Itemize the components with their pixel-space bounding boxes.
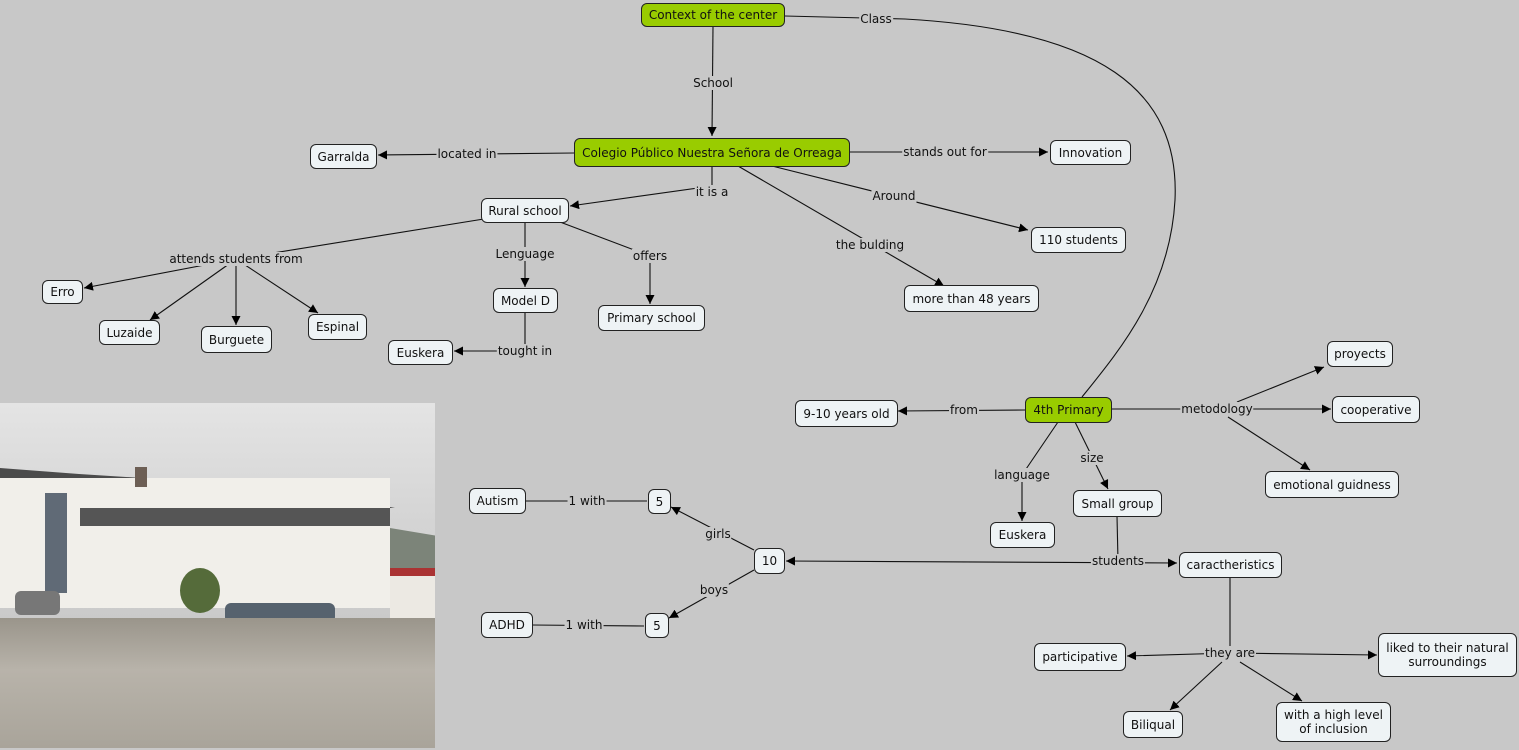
- link-label-girls: girls: [704, 527, 732, 541]
- concept-high-inclusion[interactable]: with a high level of inclusion: [1276, 702, 1391, 742]
- link-label-size: size: [1079, 451, 1105, 465]
- concept-luzaide[interactable]: Luzaide: [99, 320, 160, 345]
- concept-participative[interactable]: participative: [1034, 643, 1126, 671]
- concept-5-boys[interactable]: 5: [645, 613, 669, 638]
- link-label-1-with: 1 with: [564, 618, 604, 632]
- link-label-tought-in: tought in: [496, 344, 554, 358]
- link-label-metodology: metodology: [1180, 402, 1254, 416]
- link-label-school: School: [692, 76, 734, 90]
- concept-more-than-48-years[interactable]: more than 48 years: [904, 285, 1039, 312]
- concept-110-students[interactable]: 110 students: [1031, 227, 1126, 253]
- concept-colegio[interactable]: Colegio Público Nuestra Señora de Orreag…: [574, 138, 850, 167]
- link-label-lenguage: Lenguage: [494, 247, 556, 261]
- concept-erro[interactable]: Erro: [42, 280, 83, 304]
- link-label-boys: boys: [698, 583, 730, 597]
- school-building-photo: [0, 403, 435, 748]
- link-label-stands-out-for: stands out for: [902, 145, 988, 159]
- link-label-class: Class: [859, 12, 893, 26]
- link-label-attends: attends students from: [168, 252, 304, 266]
- concept-innovation[interactable]: Innovation: [1050, 140, 1131, 165]
- link-label-language: language: [993, 468, 1051, 482]
- concept-burguete[interactable]: Burguete: [201, 326, 272, 353]
- concept-10[interactable]: 10: [754, 548, 785, 574]
- concept-liked-natural-surroundings[interactable]: liked to their natural surroundings: [1378, 633, 1517, 677]
- concept-garralda[interactable]: Garralda: [310, 144, 377, 169]
- concept-euskera[interactable]: Euskera: [388, 340, 453, 365]
- link-label-they-are: they are: [1203, 646, 1257, 660]
- link-label-students: students: [1090, 554, 1146, 568]
- concept-biliqual[interactable]: Biliqual: [1123, 711, 1183, 738]
- concept-small-group[interactable]: Small group: [1073, 490, 1162, 517]
- concept-euskera[interactable]: Euskera: [990, 522, 1055, 548]
- concept-4th-primary[interactable]: 4th Primary: [1025, 397, 1112, 423]
- concept-proyects[interactable]: proyects: [1327, 341, 1393, 367]
- link-label-it-is-a: it is a: [694, 185, 730, 199]
- concept-5-girls[interactable]: 5: [648, 489, 671, 514]
- link-label-the-bulding: the bulding: [834, 238, 906, 252]
- concept-autism[interactable]: Autism: [469, 488, 526, 514]
- link-label-from: from: [949, 403, 979, 417]
- concept-rural-school[interactable]: Rural school: [481, 198, 569, 223]
- concept-espinal[interactable]: Espinal: [308, 314, 367, 340]
- concept-9-10-years-old[interactable]: 9-10 years old: [795, 400, 898, 427]
- concept-model-d[interactable]: Model D: [493, 288, 558, 313]
- link-label-located-in: located in: [436, 147, 498, 161]
- link-label-around: Around: [871, 189, 917, 203]
- concept-context[interactable]: Context of the center: [641, 3, 785, 27]
- concept-emotional-guidness[interactable]: emotional guidness: [1265, 471, 1399, 498]
- concept-caractheristics[interactable]: caractheristics: [1179, 552, 1282, 578]
- concept-cooperative[interactable]: cooperative: [1332, 396, 1420, 423]
- concept-adhd[interactable]: ADHD: [481, 612, 533, 638]
- link-label-offers: offers: [631, 249, 669, 263]
- link-label-1-with: 1 with: [567, 494, 607, 508]
- concept-primary-school[interactable]: Primary school: [598, 305, 705, 331]
